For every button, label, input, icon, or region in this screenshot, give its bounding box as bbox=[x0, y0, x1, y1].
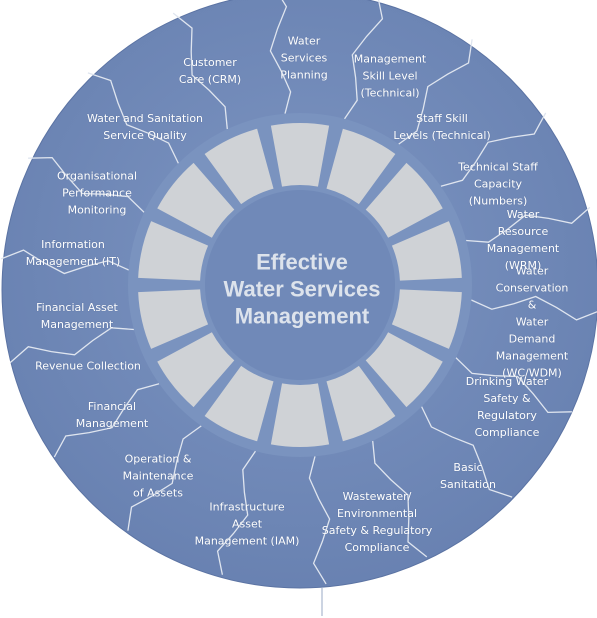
inner-tile bbox=[391, 289, 462, 349]
segment-water-resource-management: Water Resource Management (WRM) bbox=[486, 208, 560, 272]
segment-water-conservation: Water Conservation & Water Demand Manage… bbox=[495, 264, 569, 380]
inner-tile bbox=[204, 128, 274, 205]
segment-divider bbox=[343, 0, 384, 120]
segment-financial-asset-management: Financial Asset Management bbox=[36, 301, 118, 331]
segment-divider bbox=[455, 357, 572, 414]
segment-technical-staff-capacity: Technical Staff Capacity (Numbers) bbox=[458, 160, 538, 208]
center-circle bbox=[205, 190, 395, 380]
inner-tile-ring bbox=[138, 123, 462, 447]
inner-tile bbox=[138, 221, 209, 281]
inner-tile bbox=[391, 221, 462, 281]
segment-divider bbox=[308, 456, 331, 585]
segment-management-skill-level: Management Skill Level (Technical) bbox=[353, 52, 427, 100]
inner-tile bbox=[365, 162, 443, 238]
segment-water-services-planning: Water Services Planning bbox=[280, 34, 328, 82]
inner-tile bbox=[204, 365, 274, 442]
segment-organisational-performance: Organisational Performance Monitoring bbox=[56, 169, 138, 217]
segment-drinking-water-safety: Drinking Water Safety & Regulatory Compl… bbox=[465, 375, 549, 439]
segment-divider bbox=[269, 0, 292, 114]
segment-divider bbox=[9, 327, 134, 364]
segment-wastewater-safety: Wastewater/ Environmental Safety & Regul… bbox=[321, 490, 433, 554]
segment-information-management: Information Management (IT) bbox=[25, 238, 121, 268]
inner-tile bbox=[326, 365, 396, 442]
segment-financial-management: Financial Management bbox=[75, 400, 149, 430]
segment-divider bbox=[398, 39, 473, 145]
inner-tile bbox=[365, 332, 443, 408]
segment-divider bbox=[440, 112, 547, 187]
segment-divider bbox=[172, 12, 228, 130]
segment-divider bbox=[421, 406, 513, 498]
segment-staff-skill-levels: Staff Skill Levels (Technical) bbox=[393, 112, 491, 142]
center-title: Effective Water Services Management bbox=[223, 249, 381, 329]
inner-tile bbox=[270, 123, 330, 187]
segment-divider bbox=[53, 383, 160, 458]
inner-tile bbox=[157, 162, 235, 238]
segment-divider bbox=[0, 249, 129, 275]
segment-infrastructure-asset-management: Infrastructure Asset Management (IAM) bbox=[194, 500, 300, 548]
segment-divider bbox=[87, 72, 179, 164]
segment-divider bbox=[471, 295, 597, 321]
segment-divider bbox=[28, 156, 145, 213]
segment-divider bbox=[372, 440, 428, 558]
segment-dividers bbox=[0, 0, 597, 585]
segment-divider bbox=[127, 425, 202, 531]
inner-tile bbox=[138, 289, 209, 349]
inner-tile bbox=[270, 383, 330, 447]
segment-customer-care: Customer Care (CRM) bbox=[178, 56, 242, 86]
segment-divider bbox=[216, 450, 257, 575]
inner-tile bbox=[157, 332, 235, 408]
segment-service-quality: Water and Sanitation Service Quality bbox=[86, 112, 204, 142]
segment-operation-maintenance: Operation & Maintenance of Assets bbox=[122, 452, 194, 500]
segment-basic-sanitation: Basic Sanitation bbox=[440, 461, 496, 491]
segment-revenue-collection: Revenue Collection bbox=[35, 359, 141, 373]
inner-tile bbox=[326, 128, 396, 205]
segment-divider bbox=[466, 206, 591, 243]
